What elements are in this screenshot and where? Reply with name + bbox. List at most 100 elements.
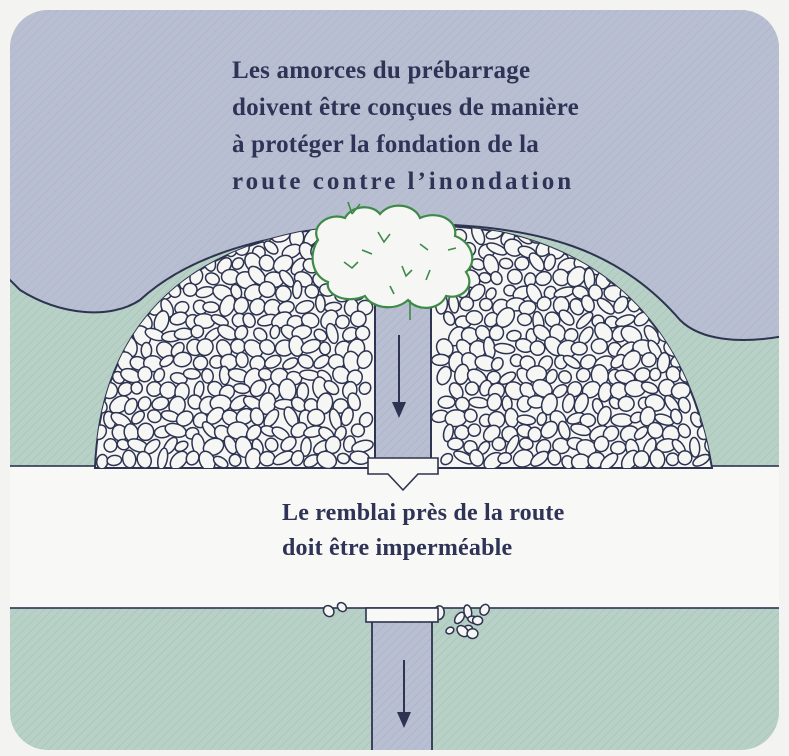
- stone: [336, 452, 351, 465]
- stone: [466, 627, 479, 640]
- stone: [570, 341, 588, 356]
- stone: [137, 366, 153, 383]
- flow-arrow-icon: [397, 660, 411, 728]
- stone: [436, 365, 452, 386]
- stone: [514, 256, 530, 271]
- stone: [136, 422, 155, 442]
- flow-arrow-icon: [392, 335, 406, 418]
- embankment-note: Les amorces du prébarrage doivent être c…: [232, 52, 579, 200]
- stone: [314, 294, 326, 313]
- stone: [159, 354, 175, 368]
- stone: [172, 351, 193, 368]
- stone: [536, 296, 552, 312]
- stone: [575, 367, 591, 383]
- stone: [300, 436, 312, 458]
- stone: [325, 322, 339, 345]
- stone: [130, 410, 146, 425]
- stone: [300, 338, 322, 354]
- stone: [258, 280, 277, 299]
- stone: [290, 257, 307, 276]
- vegetation-icon: [311, 201, 474, 320]
- stone: [677, 450, 693, 466]
- stone: [528, 252, 545, 272]
- stone: [106, 454, 123, 467]
- stone: [340, 406, 354, 427]
- stone: [201, 367, 214, 384]
- stone: [121, 449, 137, 468]
- stone: [506, 329, 522, 342]
- stone: [677, 396, 691, 414]
- stone: [497, 451, 513, 465]
- stone: [103, 438, 118, 453]
- stone: [464, 381, 480, 396]
- stone: [437, 395, 456, 409]
- stone: [173, 327, 194, 341]
- stone: [282, 357, 299, 371]
- stone: [493, 342, 516, 355]
- stone: [202, 301, 220, 314]
- fill-note-line: Le remblai près de la route: [282, 500, 565, 526]
- stone: [259, 339, 276, 356]
- stone: [306, 408, 326, 427]
- stone: [557, 370, 573, 384]
- stone: [459, 296, 475, 312]
- embankment-note-line: à protéger la fondation de la: [232, 131, 539, 158]
- stone: [529, 340, 546, 356]
- stone: [621, 349, 642, 371]
- stone: [491, 436, 507, 452]
- stone: [506, 268, 523, 285]
- stone: [640, 351, 657, 368]
- stone: [185, 450, 200, 466]
- stone: [136, 450, 152, 468]
- stone: [640, 381, 659, 395]
- stone: [593, 435, 610, 453]
- stone: [547, 449, 562, 466]
- stone: [210, 314, 229, 327]
- stone: [543, 253, 557, 272]
- stone: [453, 611, 466, 625]
- stone: [146, 409, 162, 424]
- stone: [290, 449, 305, 467]
- road-fill-band: [10, 465, 779, 609]
- stone: [263, 240, 279, 255]
- stone: [487, 410, 506, 429]
- stone: [235, 351, 249, 369]
- stone: [316, 450, 338, 468]
- stone: [610, 353, 626, 369]
- stone: [486, 392, 503, 412]
- stone: [204, 272, 221, 286]
- stone: [272, 254, 294, 274]
- stone: [442, 310, 456, 326]
- fill-note: Le remblai près de la route doit être im…: [282, 496, 602, 566]
- stone: [242, 312, 256, 329]
- stone: [467, 423, 482, 437]
- stone: [471, 615, 484, 626]
- stone: [665, 452, 680, 467]
- stone: [516, 312, 533, 327]
- stone: [465, 310, 484, 326]
- stone: [643, 324, 661, 346]
- stone: [566, 266, 587, 288]
- stone: [579, 354, 597, 370]
- stone: [580, 294, 595, 313]
- stone: [228, 453, 242, 468]
- stone: [430, 353, 451, 367]
- stone: [435, 338, 454, 358]
- stone: [347, 392, 361, 412]
- fill-note-line: doit être imperméable: [282, 535, 513, 561]
- stone: [335, 314, 350, 330]
- stone: [558, 309, 575, 326]
- stone: [169, 311, 189, 326]
- stone: [169, 450, 189, 468]
- stone: [518, 300, 537, 316]
- stone: [488, 324, 505, 342]
- stone: [688, 436, 701, 458]
- stone: [175, 410, 194, 427]
- stone: [633, 425, 649, 441]
- embankment-note-line: doivent être conçues de manière: [232, 94, 579, 121]
- stone: [336, 601, 348, 613]
- stone: [269, 324, 281, 340]
- stone: [291, 280, 303, 300]
- stone: [349, 310, 367, 328]
